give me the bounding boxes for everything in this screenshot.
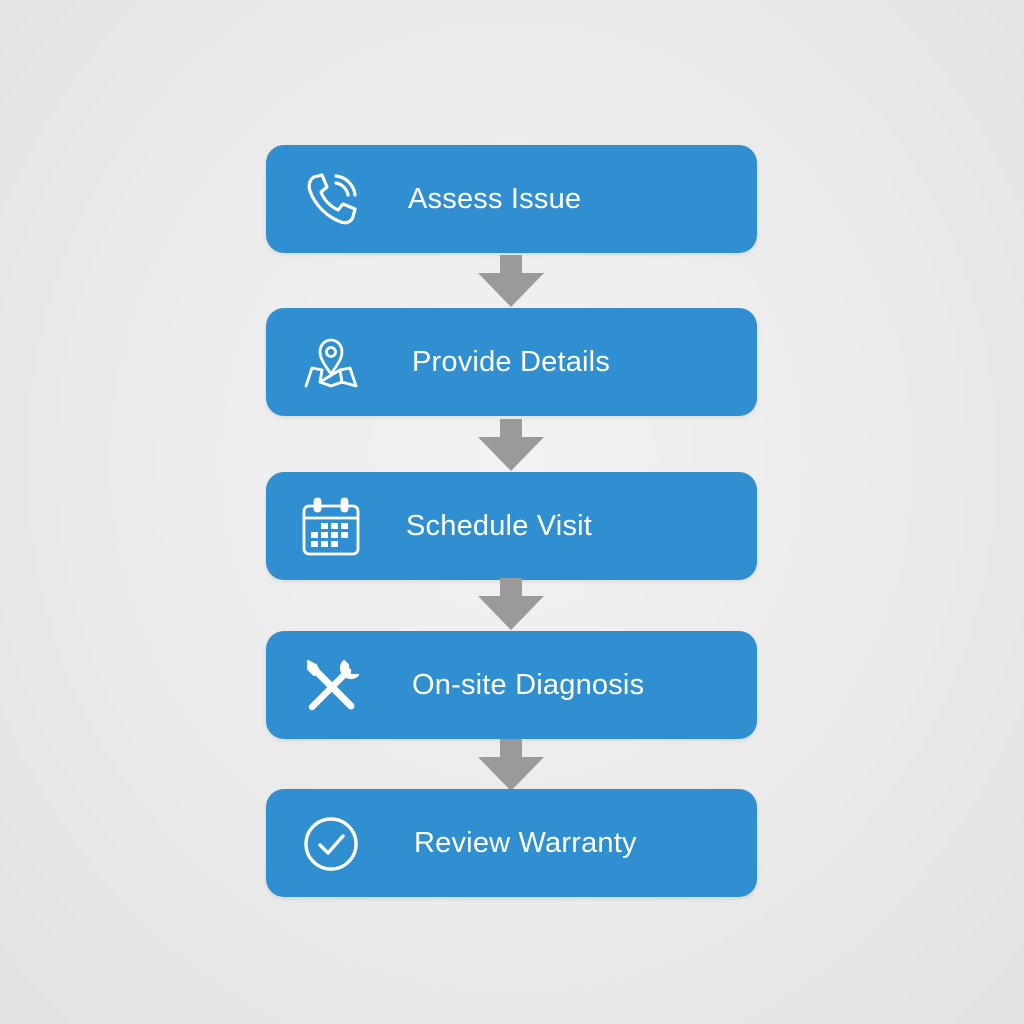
step-provide-details[interactable]: Provide Details xyxy=(266,308,757,416)
map-pin-icon xyxy=(300,332,362,394)
down-arrow-icon xyxy=(478,419,544,473)
step-label: Review Warranty xyxy=(414,827,637,859)
wrench-screwdriver-icon xyxy=(300,655,362,717)
step-assess-issue[interactable]: Assess Issue xyxy=(266,145,757,253)
down-arrow-icon xyxy=(478,578,544,632)
step-on-site-diagnosis[interactable]: On-site Diagnosis xyxy=(266,631,757,739)
step-label: Schedule Visit xyxy=(406,510,593,542)
step-label: Provide Details xyxy=(412,346,611,378)
checkmark-circle-icon xyxy=(300,813,362,875)
step-schedule-visit[interactable]: Schedule Visit xyxy=(266,472,757,580)
calendar-icon xyxy=(300,496,362,558)
step-label: On-site Diagnosis xyxy=(412,669,645,701)
phone-icon xyxy=(300,169,362,231)
step-label: Assess Issue xyxy=(408,183,582,215)
step-review-warranty[interactable]: Review Warranty xyxy=(266,789,757,897)
down-arrow-icon xyxy=(478,739,544,793)
down-arrow-icon xyxy=(478,255,544,309)
